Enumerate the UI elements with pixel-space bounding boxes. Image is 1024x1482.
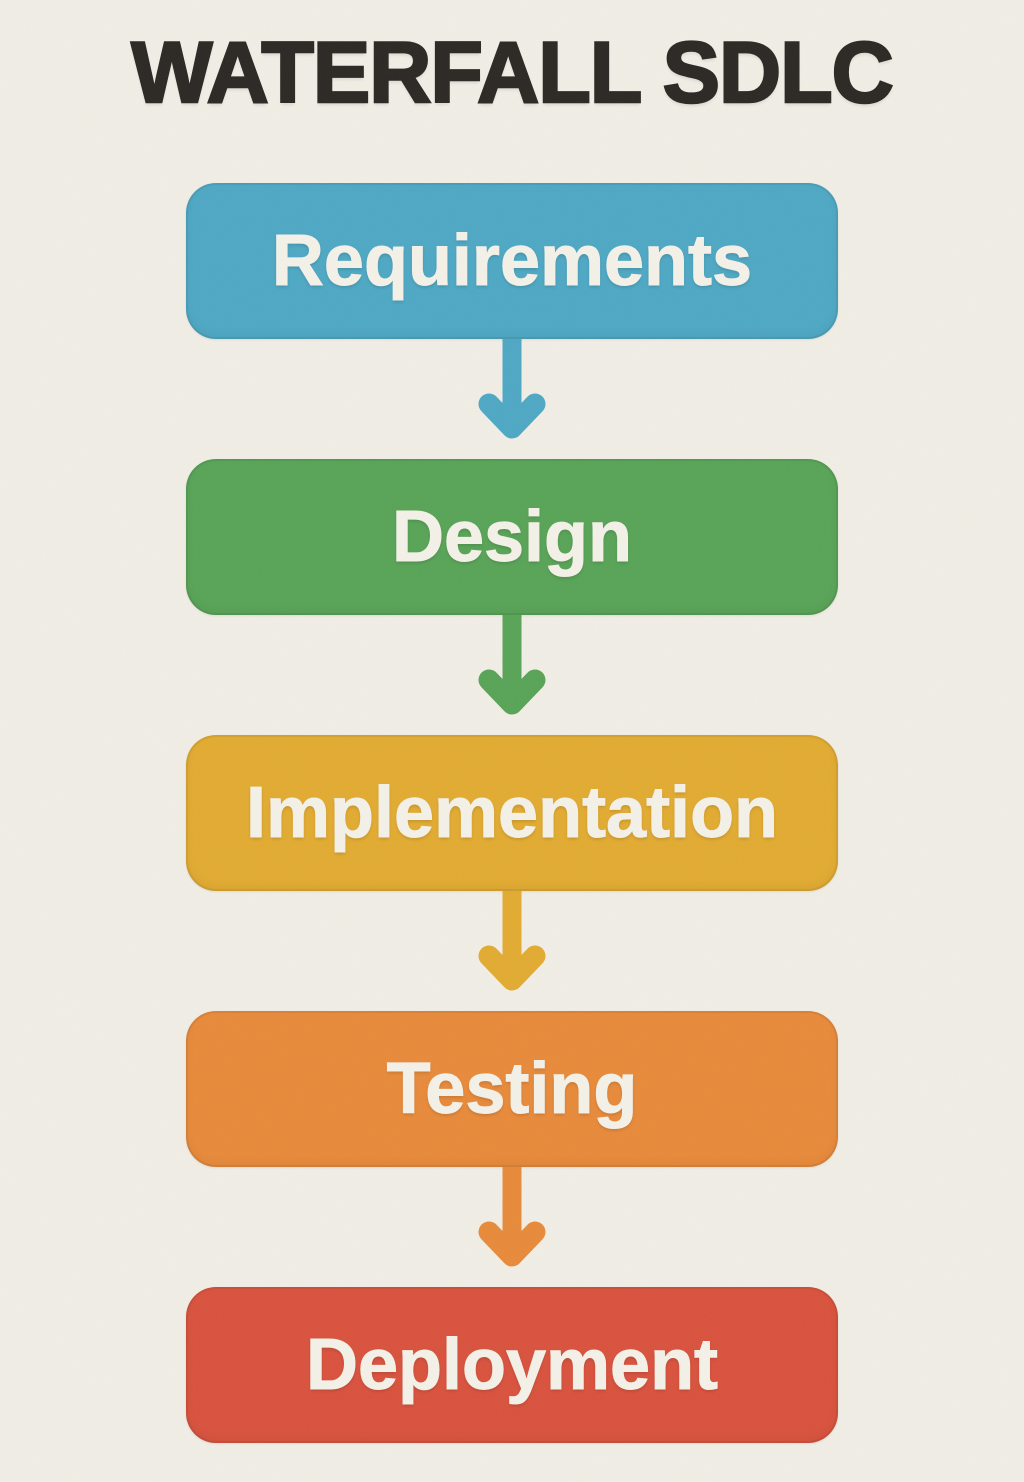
flow-stack: Requirements Design Implementation Testi… — [186, 183, 838, 1443]
stage-box-testing: Testing — [186, 1011, 838, 1167]
down-arrow-icon — [478, 615, 546, 715]
stage-box-requirements: Requirements — [186, 183, 838, 339]
stage-label: Implementation — [245, 773, 779, 854]
stage-box-deployment: Deployment — [186, 1287, 838, 1443]
down-arrow-icon — [478, 339, 546, 439]
stage-label: Testing — [386, 1049, 638, 1130]
stage-box-implementation: Implementation — [186, 735, 838, 891]
page-title: WATERFALL SDLC — [130, 25, 895, 121]
stage-label: Requirements — [271, 221, 753, 302]
down-arrow-icon — [478, 1167, 546, 1267]
stage-label: Deployment — [305, 1325, 719, 1406]
down-arrow-icon — [478, 891, 546, 991]
stage-box-design: Design — [186, 459, 838, 615]
stage-label: Design — [391, 497, 633, 578]
